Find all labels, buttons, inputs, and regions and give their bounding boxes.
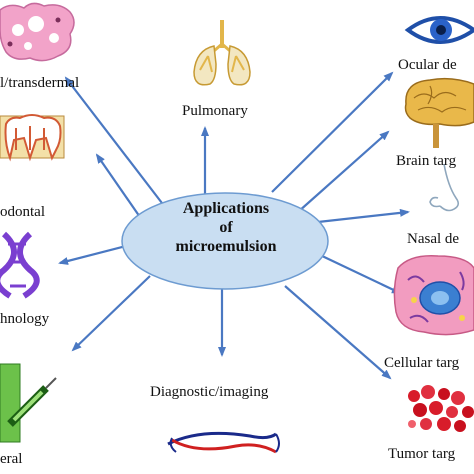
- arrow-nasal: [317, 208, 410, 224]
- arrow-periodontal: [95, 153, 143, 221]
- center-title-line1: Applications: [182, 200, 270, 217]
- label-diagnostic: Diagnostic/imaging: [150, 384, 269, 400]
- eye-icon: [404, 16, 474, 44]
- label-brain: Brain targ: [396, 153, 457, 169]
- label-cellular: Cellular targ: [384, 355, 460, 371]
- arrow-brain: [297, 130, 390, 213]
- label-tumor: Tumor targ: [388, 446, 456, 462]
- dna-icon: [0, 231, 40, 299]
- nose-icon: [429, 163, 460, 212]
- lungs-icon: [193, 20, 251, 86]
- center-title: Applications of microemulsion: [122, 199, 330, 256]
- label-periodontal: odontal: [0, 204, 45, 220]
- tooth-icon: [0, 114, 65, 162]
- body-scan-icon: [167, 431, 280, 454]
- center-ellipse: [121, 192, 329, 290]
- arrow-tumor: [284, 285, 392, 380]
- label-biotech: hnology: [0, 311, 50, 327]
- label-nasal: Nasal de: [407, 231, 460, 247]
- center-title-line3: microemulsion: [175, 238, 277, 255]
- tumor-cells-icon: [408, 385, 474, 432]
- label-pulmonary: Pulmonary: [182, 103, 248, 119]
- arrows: [58, 71, 410, 380]
- brain-icon: [404, 77, 474, 148]
- arrow-biotech: [58, 243, 131, 265]
- label-ocular: Ocular de: [398, 57, 457, 73]
- arrow-topical: [64, 76, 166, 208]
- skin-cells-icon: [0, 2, 75, 62]
- syringe-icon: [0, 363, 57, 443]
- arrow-parenteral: [71, 275, 151, 352]
- arrow-ocular: [271, 71, 394, 193]
- label-parenteral: eral: [0, 451, 23, 467]
- center-title-line2: of: [219, 219, 233, 236]
- cell-icon: [393, 255, 474, 336]
- label-topical: l/transdermal: [0, 75, 80, 91]
- arrow-cellular: [319, 254, 402, 294]
